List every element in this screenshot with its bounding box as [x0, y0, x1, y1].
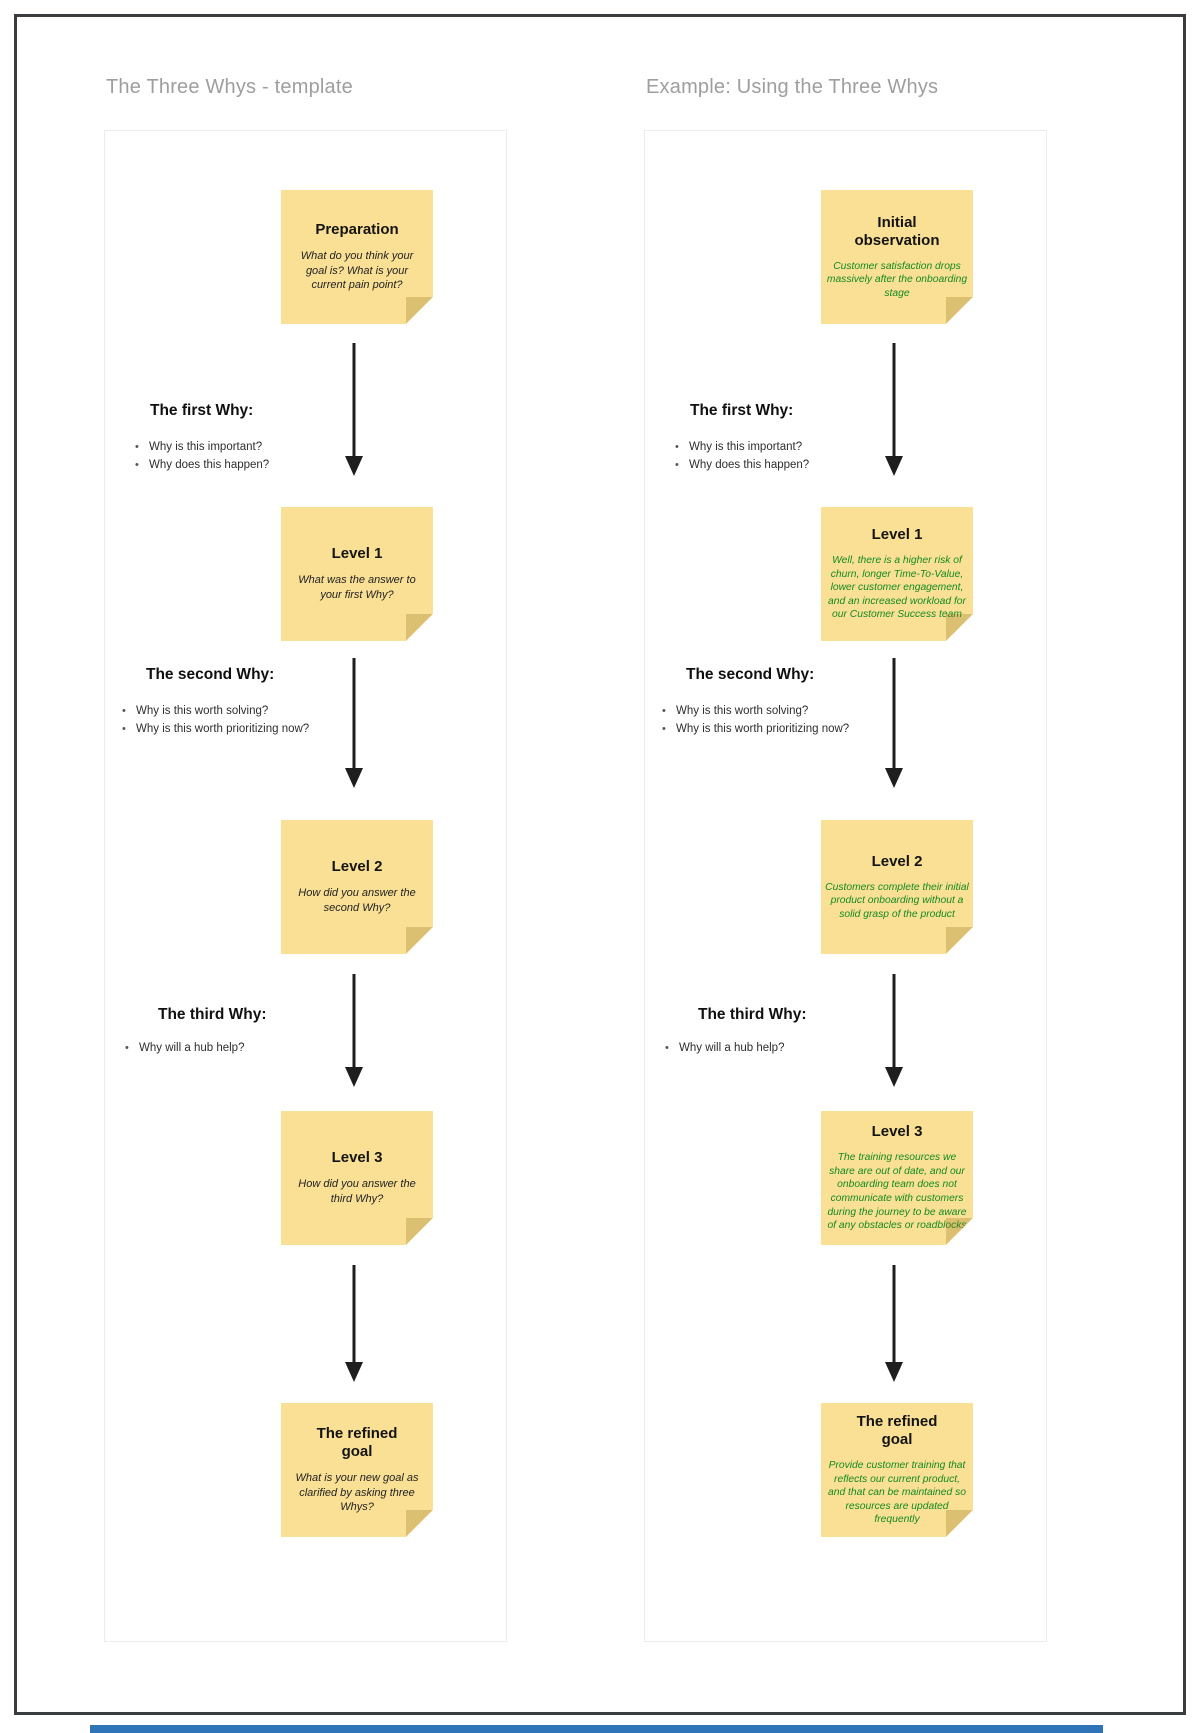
- why-bullet-list-first[interactable]: Why is this important? Why does this hap…: [674, 438, 809, 474]
- why-heading-second[interactable]: The second Why:: [146, 666, 275, 683]
- why-heading-third[interactable]: The third Why:: [698, 1006, 807, 1023]
- bullet-item: Why is this worth solving?: [661, 702, 849, 720]
- sticky-note-level-3[interactable]: Level 3 How did you answer the third Why…: [281, 1111, 433, 1245]
- bullet-item: Why will a hub help?: [664, 1039, 784, 1057]
- note-title: Initial observation: [854, 213, 940, 249]
- connector-arrow-down[interactable]: [345, 658, 363, 788]
- frame-title-example[interactable]: Example: Using the Three Whys: [646, 76, 939, 98]
- why-bullet-list-second[interactable]: Why is this worth solving? Why is this w…: [661, 702, 849, 738]
- note-title: The refined goal: [316, 1425, 398, 1461]
- connector-arrow-down[interactable]: [345, 1265, 363, 1382]
- frame-panel-template: [104, 130, 507, 1642]
- connector-arrow-down[interactable]: [885, 1265, 903, 1382]
- note-body: The training resources we share are out …: [827, 1152, 967, 1232]
- bullet-item: Why is this important?: [674, 438, 809, 456]
- sticky-note-initial-observation[interactable]: Initial observation Customer satisfactio…: [821, 190, 973, 324]
- sticky-note-level-1[interactable]: Level 1 Well, there is a higher risk of …: [821, 507, 973, 641]
- frame-title-template[interactable]: The Three Whys - template: [106, 76, 353, 98]
- sticky-note-level-2[interactable]: Level 2 How did you answer the second Wh…: [281, 820, 433, 954]
- note-body: Well, there is a higher risk of churn, l…: [828, 555, 966, 621]
- why-bullet-list-third[interactable]: Why will a hub help?: [664, 1039, 784, 1057]
- why-heading-second[interactable]: The second Why:: [686, 666, 815, 683]
- bullet-item: Why does this happen?: [134, 456, 269, 474]
- connector-arrow-down[interactable]: [345, 343, 363, 476]
- sticky-note-level-3[interactable]: Level 3 The training resources we share …: [821, 1111, 973, 1245]
- note-body: Customers complete their initial product…: [825, 881, 969, 920]
- sticky-note-refined-goal[interactable]: The refined goal Provide customer traini…: [821, 1403, 973, 1537]
- adjacent-frame-edge: [90, 1725, 1103, 1733]
- note-title: Level 1: [871, 526, 923, 544]
- note-title: Level 2: [871, 852, 923, 870]
- why-heading-third[interactable]: The third Why:: [158, 1006, 267, 1023]
- bullet-item: Why is this important?: [134, 438, 269, 456]
- note-title: Level 1: [331, 545, 383, 563]
- connector-arrow-down[interactable]: [885, 658, 903, 788]
- sticky-note-preparation[interactable]: Preparation What do you think your goal …: [281, 190, 433, 324]
- bullet-item: Why is this worth solving?: [121, 702, 309, 720]
- why-bullet-list-second[interactable]: Why is this worth solving? Why is this w…: [121, 702, 309, 738]
- note-body: What was the answer to your first Why?: [298, 574, 416, 601]
- note-title: Level 3: [331, 1149, 383, 1167]
- connector-arrow-down[interactable]: [885, 343, 903, 476]
- bullet-item: Why is this worth prioritizing now?: [121, 720, 309, 738]
- note-body: What do you think your goal is? What is …: [300, 250, 414, 292]
- note-body: Customer satisfaction drops massively af…: [826, 260, 968, 299]
- bullet-item: Why is this worth prioritizing now?: [661, 720, 849, 738]
- note-title: Level 2: [331, 858, 383, 876]
- sticky-note-level-2[interactable]: Level 2 Customers complete their initial…: [821, 820, 973, 954]
- sticky-note-refined-goal[interactable]: The refined goal What is your new goal a…: [281, 1403, 433, 1537]
- outer-frame-border: [14, 14, 1186, 1715]
- connector-arrow-down[interactable]: [345, 974, 363, 1087]
- why-heading-first[interactable]: The first Why:: [150, 402, 254, 419]
- bullet-item: Why does this happen?: [674, 456, 809, 474]
- note-title: The refined goal: [856, 1413, 938, 1449]
- note-body: How did you answer the third Why?: [298, 1178, 416, 1205]
- note-title: Preparation: [315, 221, 399, 239]
- bullet-item: Why will a hub help?: [124, 1039, 244, 1057]
- note-body: Provide customer training that reflects …: [828, 1460, 966, 1526]
- note-body: How did you answer the second Why?: [298, 887, 416, 914]
- why-bullet-list-third[interactable]: Why will a hub help?: [124, 1039, 244, 1057]
- why-heading-first[interactable]: The first Why:: [690, 402, 794, 419]
- sticky-note-level-1[interactable]: Level 1 What was the answer to your firs…: [281, 507, 433, 641]
- why-bullet-list-first[interactable]: Why is this important? Why does this hap…: [134, 438, 269, 474]
- note-body: What is your new goal as clarified by as…: [295, 1472, 419, 1514]
- connector-arrow-down[interactable]: [885, 974, 903, 1087]
- note-title: Level 3: [871, 1123, 923, 1141]
